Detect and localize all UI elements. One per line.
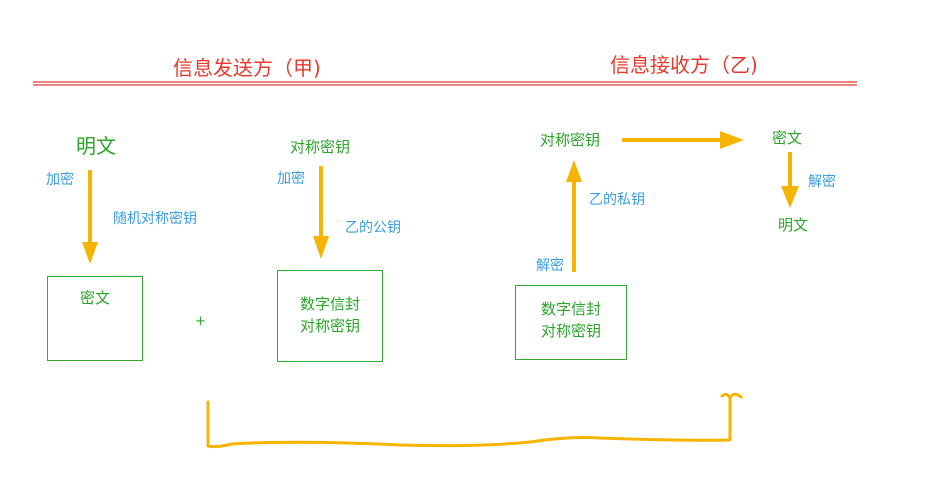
sender-digital-envelope-box: 数字信封 对称密钥 <box>277 270 383 362</box>
sender-plaintext: 明文 <box>76 134 116 158</box>
receiver-symmetric-key-label: 对称密钥 <box>540 131 601 149</box>
sender-envelope-line-1: 数字信封 <box>299 295 360 313</box>
sender-symmetric-key-label: 对称密钥 <box>290 138 351 156</box>
arrow-key-to-cipher <box>622 131 744 149</box>
plus-sign: + <box>195 314 206 329</box>
receiver-envelope-line-1: 数字信封 <box>540 300 601 318</box>
receiver-decrypt-label-2: 解密 <box>536 258 564 274</box>
arrow-cipher-to-plaintext <box>781 152 799 208</box>
transmission-line <box>206 392 743 449</box>
sender-encrypt-label-2: 加密 <box>277 171 305 187</box>
random-symmetric-key-label: 随机对称密钥 <box>113 211 197 227</box>
receiver-private-key-label: 乙的私钥 <box>589 192 645 208</box>
cipher-box: 密文 <box>47 276 143 361</box>
receiver-plaintext: 明文 <box>778 216 809 234</box>
arrow-key-to-envelope <box>313 166 329 259</box>
receiver-ciphertext: 密文 <box>772 129 803 147</box>
sender-encrypt-label-1: 加密 <box>46 172 74 188</box>
sender-title: 信息发送方（甲) <box>173 56 321 80</box>
receiver-decrypt-label-1: 解密 <box>808 174 836 190</box>
cipher-box-label: 密文 <box>79 289 110 307</box>
receiver-digital-envelope-box: 数字信封 对称密钥 <box>515 285 627 360</box>
receiver-public-key-label: 乙的公钥 <box>345 220 401 236</box>
receiver-title: 信息接收方（乙) <box>610 53 758 77</box>
arrow-envelope-to-key <box>566 160 582 272</box>
receiver-envelope-line-2: 对称密钥 <box>540 322 601 340</box>
sender-envelope-line-2: 对称密钥 <box>299 317 360 335</box>
arrow-plaintext-to-cipher <box>82 170 98 264</box>
